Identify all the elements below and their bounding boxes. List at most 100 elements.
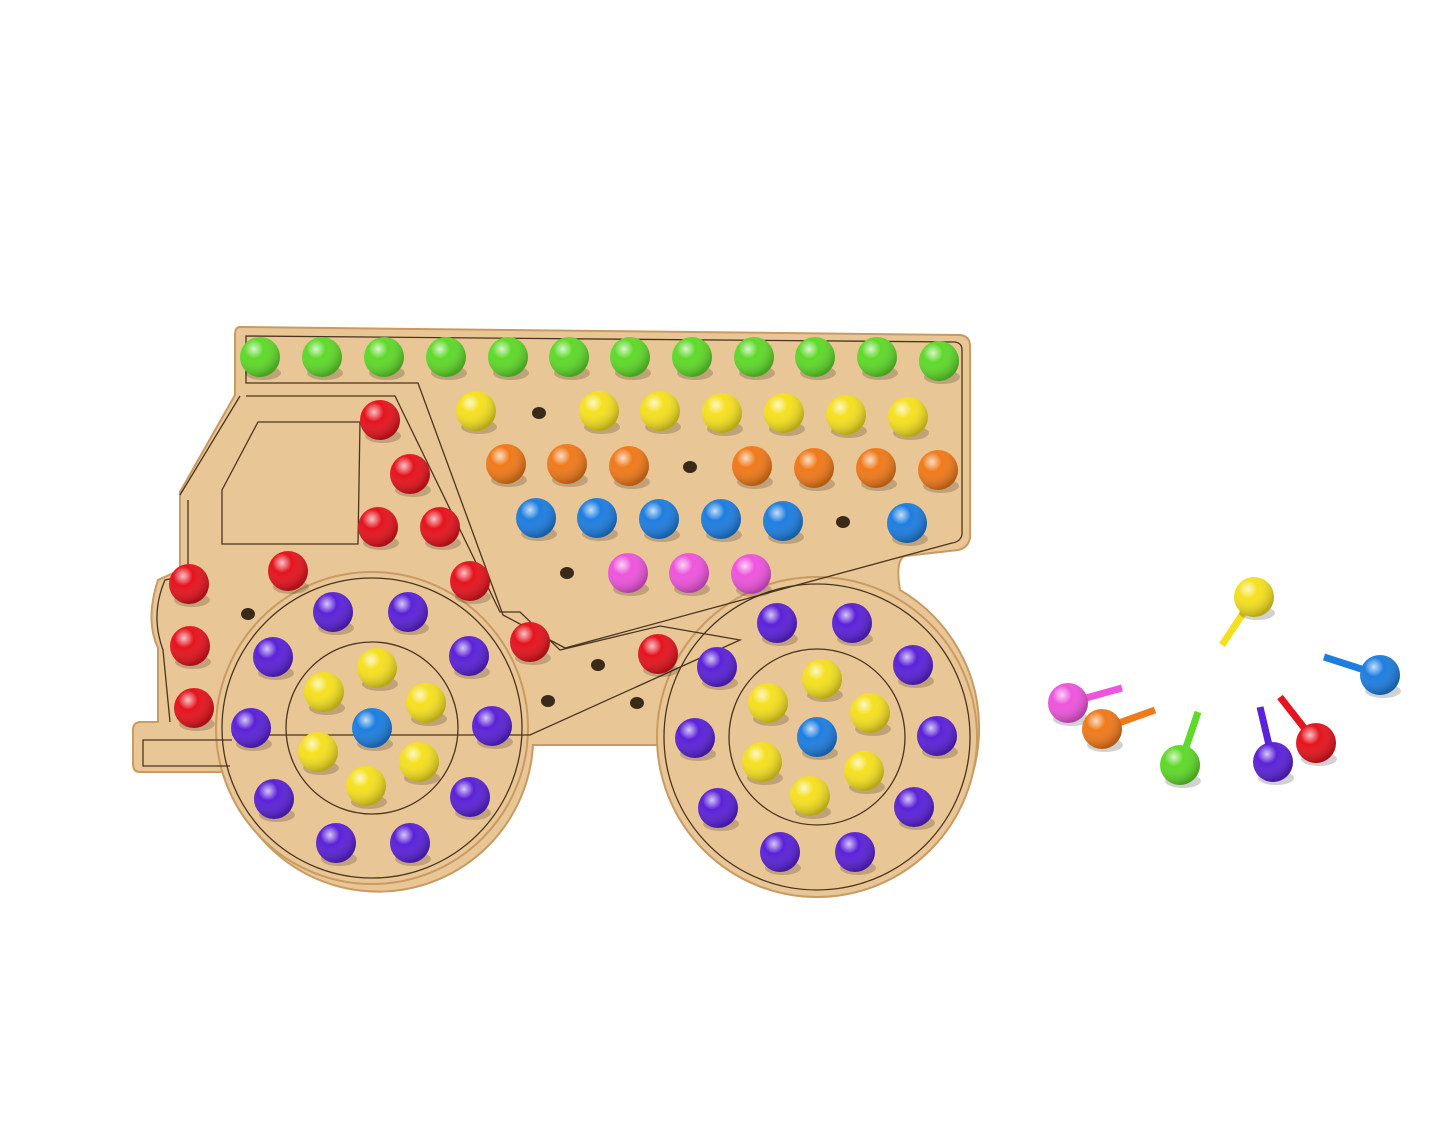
yellow-peg-head[interactable] [1234,577,1275,620]
purple-peg[interactable] [450,777,491,820]
yellow-peg[interactable] [406,683,447,726]
purple-peg[interactable] [675,718,716,761]
yellow-peg[interactable] [764,393,805,436]
orange-peg[interactable] [486,444,527,487]
yellow-peg[interactable] [702,393,743,436]
purple-peg[interactable] [698,788,739,831]
loose-blue-peg[interactable] [1322,653,1401,698]
red-peg[interactable] [510,622,551,665]
blue-peg[interactable] [887,503,928,546]
purple-peg[interactable] [253,637,294,680]
peg-hole [241,608,255,620]
yellow-peg[interactable] [640,391,681,434]
red-peg[interactable] [169,564,210,607]
orange-peg[interactable] [794,448,835,491]
purple-peg[interactable] [313,592,354,635]
red-peg[interactable] [360,400,401,443]
purple-peg-head[interactable] [1253,742,1294,785]
loose-purple-peg[interactable] [1253,706,1294,785]
purple-peg[interactable] [893,645,934,688]
green-peg[interactable] [302,337,343,380]
purple-peg[interactable] [231,708,272,751]
pink-peg-head[interactable] [1048,683,1089,726]
yellow-peg[interactable] [346,766,387,809]
yellow-peg[interactable] [850,693,891,736]
green-peg[interactable] [919,341,960,384]
pink-peg[interactable] [608,553,649,596]
peg-hole [541,695,555,707]
purple-peg[interactable] [832,603,873,646]
purple-peg[interactable] [449,636,490,679]
loose-pegs [1048,577,1401,788]
yellow-peg[interactable] [304,672,345,715]
red-peg[interactable] [268,551,309,594]
red-peg[interactable] [170,626,211,669]
loose-red-peg[interactable] [1277,694,1337,766]
blue-peg[interactable] [701,499,742,542]
blue-peg[interactable] [352,708,393,751]
green-peg[interactable] [672,337,713,380]
green-peg[interactable] [795,337,836,380]
green-peg-head[interactable] [1160,745,1201,788]
yellow-peg[interactable] [298,732,339,775]
purple-peg[interactable] [835,832,876,875]
peg-hole [560,567,574,579]
green-peg[interactable] [734,337,775,380]
orange-peg[interactable] [856,448,897,491]
purple-peg[interactable] [757,603,798,646]
blue-peg-head[interactable] [1360,655,1401,698]
orange-peg-head[interactable] [1082,709,1123,752]
yellow-peg[interactable] [844,751,885,794]
purple-peg[interactable] [917,716,958,759]
blue-peg[interactable] [577,498,618,541]
purple-peg[interactable] [254,779,295,822]
green-peg[interactable] [549,337,590,380]
green-peg[interactable] [364,337,405,380]
red-peg[interactable] [638,634,679,677]
purple-peg[interactable] [316,823,357,866]
yellow-peg[interactable] [802,659,843,702]
purple-peg[interactable] [472,706,513,749]
red-peg[interactable] [358,507,399,550]
yellow-peg[interactable] [748,683,789,726]
pink-peg[interactable] [669,553,710,596]
yellow-peg[interactable] [357,648,398,691]
red-peg-head[interactable] [1296,723,1337,766]
yellow-peg[interactable] [399,742,440,785]
blue-peg[interactable] [797,717,838,760]
purple-peg[interactable] [697,647,738,690]
red-peg[interactable] [450,561,491,604]
truck-board [132,325,981,898]
loose-green-peg[interactable] [1160,710,1202,788]
pink-peg[interactable] [731,554,772,597]
orange-peg[interactable] [918,450,959,493]
yellow-peg[interactable] [456,391,497,434]
yellow-peg[interactable] [790,776,831,819]
green-peg[interactable] [488,337,529,380]
red-peg[interactable] [390,454,431,497]
empty-holes [241,407,850,709]
purple-peg[interactable] [760,832,801,875]
red-peg[interactable] [420,507,461,550]
green-peg[interactable] [610,337,651,380]
purple-peg[interactable] [894,787,935,830]
purple-peg[interactable] [388,592,429,635]
blue-peg[interactable] [639,499,680,542]
yellow-peg[interactable] [742,742,783,785]
green-peg[interactable] [426,337,467,380]
blue-peg[interactable] [763,501,804,544]
orange-peg[interactable] [547,444,588,487]
loose-yellow-peg[interactable] [1219,577,1275,647]
purple-peg[interactable] [390,823,431,866]
blue-peg[interactable] [516,498,557,541]
green-peg[interactable] [240,337,281,380]
orange-peg[interactable] [732,446,773,489]
green-peg[interactable] [857,337,898,380]
yellow-peg[interactable] [826,395,867,438]
loose-orange-peg[interactable] [1082,706,1157,752]
red-peg[interactable] [174,688,215,731]
loose-pink-peg[interactable] [1048,683,1123,726]
yellow-peg[interactable] [579,391,620,434]
orange-peg[interactable] [609,446,650,489]
yellow-peg[interactable] [888,397,929,440]
